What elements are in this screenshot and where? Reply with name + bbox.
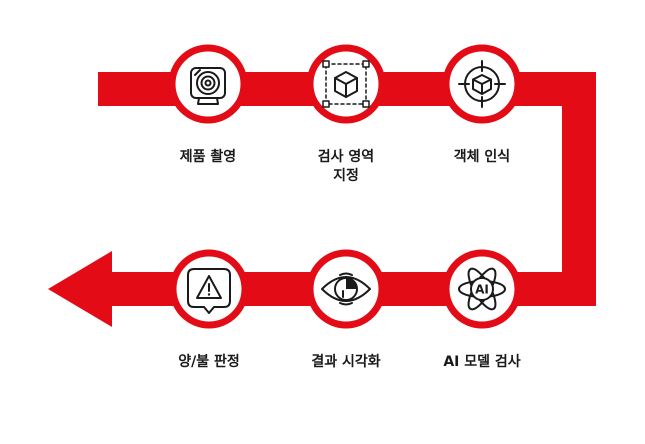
step-node-6 bbox=[169, 249, 249, 329]
step-node-3 bbox=[442, 44, 522, 124]
ai-atom-icon: AI bbox=[458, 267, 506, 311]
step-node-2 bbox=[306, 44, 386, 124]
step-label-6: 양/불 판정 bbox=[178, 354, 240, 370]
step-label-1: 제품 촬영 bbox=[179, 149, 237, 165]
step-label-2: 검사 영역 지정 bbox=[317, 149, 375, 184]
step-label-4: AI 모델 검사 bbox=[443, 354, 521, 370]
step-node-1 bbox=[168, 44, 248, 124]
flow-band-right bbox=[562, 72, 596, 306]
svg-text:AI: AI bbox=[475, 283, 489, 297]
camera-icon bbox=[190, 67, 226, 105]
flow-arrow-head bbox=[48, 251, 112, 327]
step-label-3: 객체 인식 bbox=[453, 149, 511, 165]
step-node-5 bbox=[306, 249, 386, 329]
step-node-4: AI bbox=[442, 249, 522, 329]
step-label-5: 결과 시각화 bbox=[311, 354, 381, 370]
warning-icon bbox=[187, 268, 231, 314]
object-target-icon bbox=[458, 60, 506, 108]
eye-chart-icon bbox=[321, 272, 371, 306]
region-select-icon bbox=[322, 60, 370, 108]
